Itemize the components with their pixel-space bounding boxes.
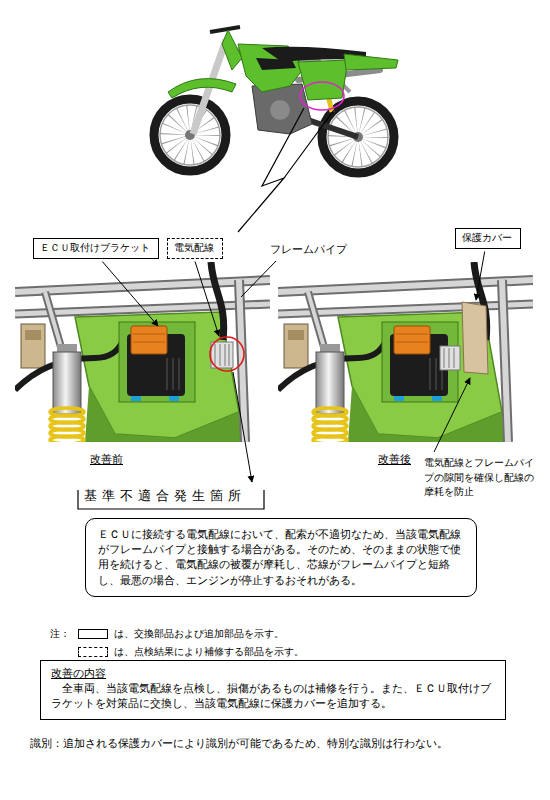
- leader-line: [476, 252, 485, 301]
- handlebar: [210, 27, 240, 32]
- legend-row: は、交換部品および追加部品を示す。: [78, 627, 284, 641]
- front-fender: [168, 79, 236, 98]
- note-label: 注：: [50, 627, 70, 642]
- after-extra: [440, 302, 488, 374]
- box-text: 全車両、当該電気配線を点検し、損傷があるものは補修を行う。また、ＥＣＵ取付けブラ…: [51, 681, 495, 711]
- side-cover: [298, 60, 348, 100]
- box-text: ＥＣＵに接続する電気配線において、配索が不適切なため、当該電気配線がフレームパイ…: [98, 527, 464, 588]
- box-text: ＥＣＵ取付けブラケット: [40, 241, 150, 256]
- legend-swatch: [78, 647, 108, 657]
- front-rim: [160, 105, 220, 165]
- part-box-dashed: 電気配線: [167, 238, 223, 259]
- figure-caption: 改善後: [378, 452, 411, 467]
- remedy-box: 改善の内容全車両、当該電気配線を点検し、損傷があるものは補修を行う。また、ＥＣＵ…: [40, 660, 506, 720]
- box-text: 保護カバー: [462, 231, 512, 246]
- wire-strand: [215, 344, 229, 366]
- wire-bundle: [440, 346, 460, 370]
- part-box: ＥＣＵ取付けブラケット: [33, 238, 159, 259]
- legend-text: は、点検結果により補修する部品を示す。: [114, 645, 304, 659]
- part-box: 保護カバー: [455, 228, 521, 249]
- box-heading: 改善の内容: [51, 666, 495, 681]
- legend-row: は、点検結果により補修する部品を示す。: [78, 645, 304, 659]
- figure-caption: 改善前: [90, 452, 123, 467]
- front-spokes: [174, 119, 206, 151]
- problem-circle: [210, 337, 244, 371]
- section-heading: 基準不適合発生箇所: [84, 487, 246, 506]
- highlight-ellipse: [300, 82, 344, 110]
- zoom-callout: [238, 108, 334, 232]
- leader-line: [195, 262, 219, 337]
- legend-text: は、交換部品および追加部品を示す。: [114, 627, 284, 641]
- leader-line: [434, 378, 470, 452]
- wire-strand: [444, 348, 454, 368]
- front-tyre: [154, 99, 226, 171]
- after-detail: [278, 262, 533, 444]
- legend-swatch: [78, 629, 108, 639]
- rear-fender: [344, 54, 398, 70]
- note-label: 電気配線とフレームパイプの隙間を確保し配線の摩耗を防止: [424, 456, 536, 500]
- protective-cover: [462, 302, 488, 374]
- note-label: 識別：追加される保護カバーにより識別が可能であるため、特別な識別は行わない。: [30, 736, 535, 751]
- engine-cover: [270, 100, 290, 120]
- part-label: フレームパイプ: [270, 242, 347, 257]
- box-text: 電気配線: [174, 241, 214, 256]
- leader-line: [241, 261, 276, 297]
- before-detail: [15, 262, 270, 444]
- description-box: ＥＣＵに接続する電気配線において、配索が不適切なため、当該電気配線がフレームパイ…: [85, 518, 477, 597]
- motorcycle: [154, 27, 398, 173]
- leader-line: [233, 372, 252, 482]
- before-extra: [210, 337, 244, 371]
- leader-line: [102, 262, 158, 327]
